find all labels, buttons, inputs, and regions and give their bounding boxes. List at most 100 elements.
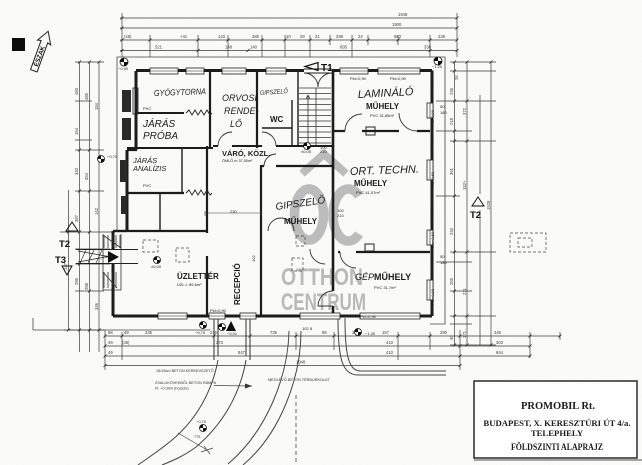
svg-text:Pm=0,50: Pm=0,50 [430,171,435,188]
svg-text:143: 143 [218,34,226,39]
svg-text:1528: 1528 [486,200,491,210]
svg-text:Pm=0,50: Pm=0,50 [430,231,435,248]
svg-text:271: 271 [462,287,467,295]
svg-text:LAMINÁLÓ: LAMINÁLÓ [357,85,414,101]
svg-text:(48): (48) [124,34,132,39]
svg-text:1948: 1948 [296,360,306,365]
svg-text:Fl: +0,30m (hosszú): Fl: +0,30m (hosszú) [155,387,189,391]
svg-text:230: 230 [230,209,237,214]
svg-text:485: 485 [84,92,89,100]
svg-text:RENDE-: RENDE- [224,106,259,116]
svg-text:ÜZLETTÉR: ÜZLETTÉR [177,272,219,281]
svg-text:521: 521 [155,45,163,50]
svg-text:372: 372 [462,107,467,115]
svg-text:Pld=0,90: Pld=0,90 [360,314,377,319]
svg-text:Pld=0,90: Pld=0,90 [350,76,367,81]
svg-text:−0,90: −0,90 [118,66,129,71]
svg-text:346: 346 [94,302,99,310]
svg-text:OTTHON: OTTHON [281,264,363,291]
svg-text:PVC 31,85m²: PVC 31,85m² [370,113,395,118]
svg-text:50: 50 [440,104,445,109]
svg-text:−1,30: −1,30 [365,331,376,336]
svg-text:+41: +41 [180,34,188,39]
svg-text:ÖMLŐ m 37,50m²: ÖMLŐ m 37,50m² [222,158,253,163]
svg-text:847: 847 [238,350,246,355]
svg-text:GÉP: GÉP [355,272,374,282]
svg-text:49: 49 [108,340,113,345]
svg-text:140: 140 [250,45,258,50]
svg-text:ZSALUKÖVEKBŐL BETON RÁMPA: ZSALUKÖVEKBŐL BETON RÁMPA [155,380,217,385]
svg-text:CENTRUM: CENTRUM [281,289,366,316]
svg-text:−1,20: −1,20 [432,64,443,69]
svg-text:RECEPCIÓ: RECEPCIÓ [233,263,242,305]
svg-text:354: 354 [84,172,89,180]
svg-text:180: 180 [440,110,447,115]
svg-text:298: 298 [336,34,344,39]
svg-text:ÜZL.t. 89,6m²: ÜZL.t. 89,6m² [177,282,202,287]
svg-text:410: 410 [386,350,394,355]
svg-text:50: 50 [440,254,445,259]
svg-text:775: 775 [194,435,200,439]
svg-text:100: 100 [320,145,327,150]
svg-text:WC: WC [270,115,284,124]
svg-text:345: 345 [494,330,502,335]
svg-text:583: 583 [394,34,402,39]
svg-text:218: 218 [449,117,454,125]
svg-text:TELEPHELY: TELEPHELY [531,428,584,438]
svg-text:T3: T3 [55,255,66,266]
svg-text:GIPSZELŐ: GIPSZELŐ [260,86,289,97]
svg-text:±0,05: ±0,05 [301,149,312,154]
svg-text:30: 30 [449,335,454,340]
svg-text:−0,70: −0,70 [107,154,118,159]
svg-text:Pm=0,90: Pm=0,90 [430,288,435,305]
svg-text:LŐ: LŐ [230,119,242,129]
svg-text:154: 154 [74,127,79,135]
svg-text:1900: 1900 [392,22,402,27]
svg-text:295: 295 [74,277,79,285]
svg-text:PRÓBA: PRÓBA [143,129,178,142]
svg-text:ORVOSI: ORVOSI [222,93,257,103]
svg-text:8: 8 [310,326,313,331]
svg-text:GYÓGYTORNA: GYÓGYTORNA [154,86,207,98]
svg-text:644: 644 [496,350,504,355]
svg-text:102: 102 [302,326,309,331]
svg-text:303: 303 [496,340,504,345]
svg-text:+0,40: +0,40 [104,255,113,259]
svg-text:PROMOBIL Rt.: PROMOBIL Rt. [521,401,595,412]
svg-text:MŰHELY: MŰHELY [354,179,388,188]
svg-text:49: 49 [108,350,113,355]
svg-text:26: 26 [454,75,459,80]
svg-text:MŰHELY: MŰHELY [284,217,318,226]
svg-text:15/15cm BETON KEREKVEZETŐ: 15/15cm BETON KEREKVEZETŐ [156,368,214,373]
svg-text:T2: T2 [470,210,481,221]
svg-text:PVC 31,7m²: PVC 31,7m² [374,285,396,290]
svg-text:Pld=0,90: Pld=0,90 [210,308,227,313]
svg-text:338: 338 [424,45,432,50]
svg-text:±0,00: ±0,00 [151,264,162,269]
svg-text:24: 24 [358,34,363,39]
svg-text:−0,70: −0,70 [195,330,206,335]
svg-text:Pld=0,90: Pld=0,90 [390,76,407,81]
svg-text:PVC 41,07m²: PVC 41,07m² [356,190,381,195]
svg-text:102: 102 [251,255,256,262]
svg-text:735: 735 [270,330,278,335]
svg-text:142: 142 [94,207,99,215]
svg-text:ORT. TECHN.: ORT. TECHN. [350,164,419,178]
svg-text:483: 483 [74,87,79,95]
svg-text:−0,70: −0,70 [196,419,207,424]
svg-text:240: 240 [449,227,454,235]
svg-text:1948: 1948 [398,12,408,17]
svg-text:210: 210 [337,213,344,218]
svg-text:238: 238 [438,34,446,39]
svg-text:98: 98 [108,330,113,335]
svg-text:285: 285 [252,34,260,39]
svg-text:JÁRÁS: JÁRÁS [142,117,176,130]
svg-text:MŰHELY: MŰHELY [374,271,411,282]
svg-text:290: 290 [440,330,448,335]
svg-text:MEGLÉVŐ BETON TÉRBURKOLAT: MEGLÉVŐ BETON TÉRBURKOLAT [268,377,330,382]
svg-text:29: 29 [300,34,305,39]
svg-text:148: 148 [225,45,233,50]
svg-text:MŰHELY: MŰHELY [366,102,400,111]
svg-text:180: 180 [440,260,447,265]
svg-text:JÁRÁS: JÁRÁS [132,156,157,165]
